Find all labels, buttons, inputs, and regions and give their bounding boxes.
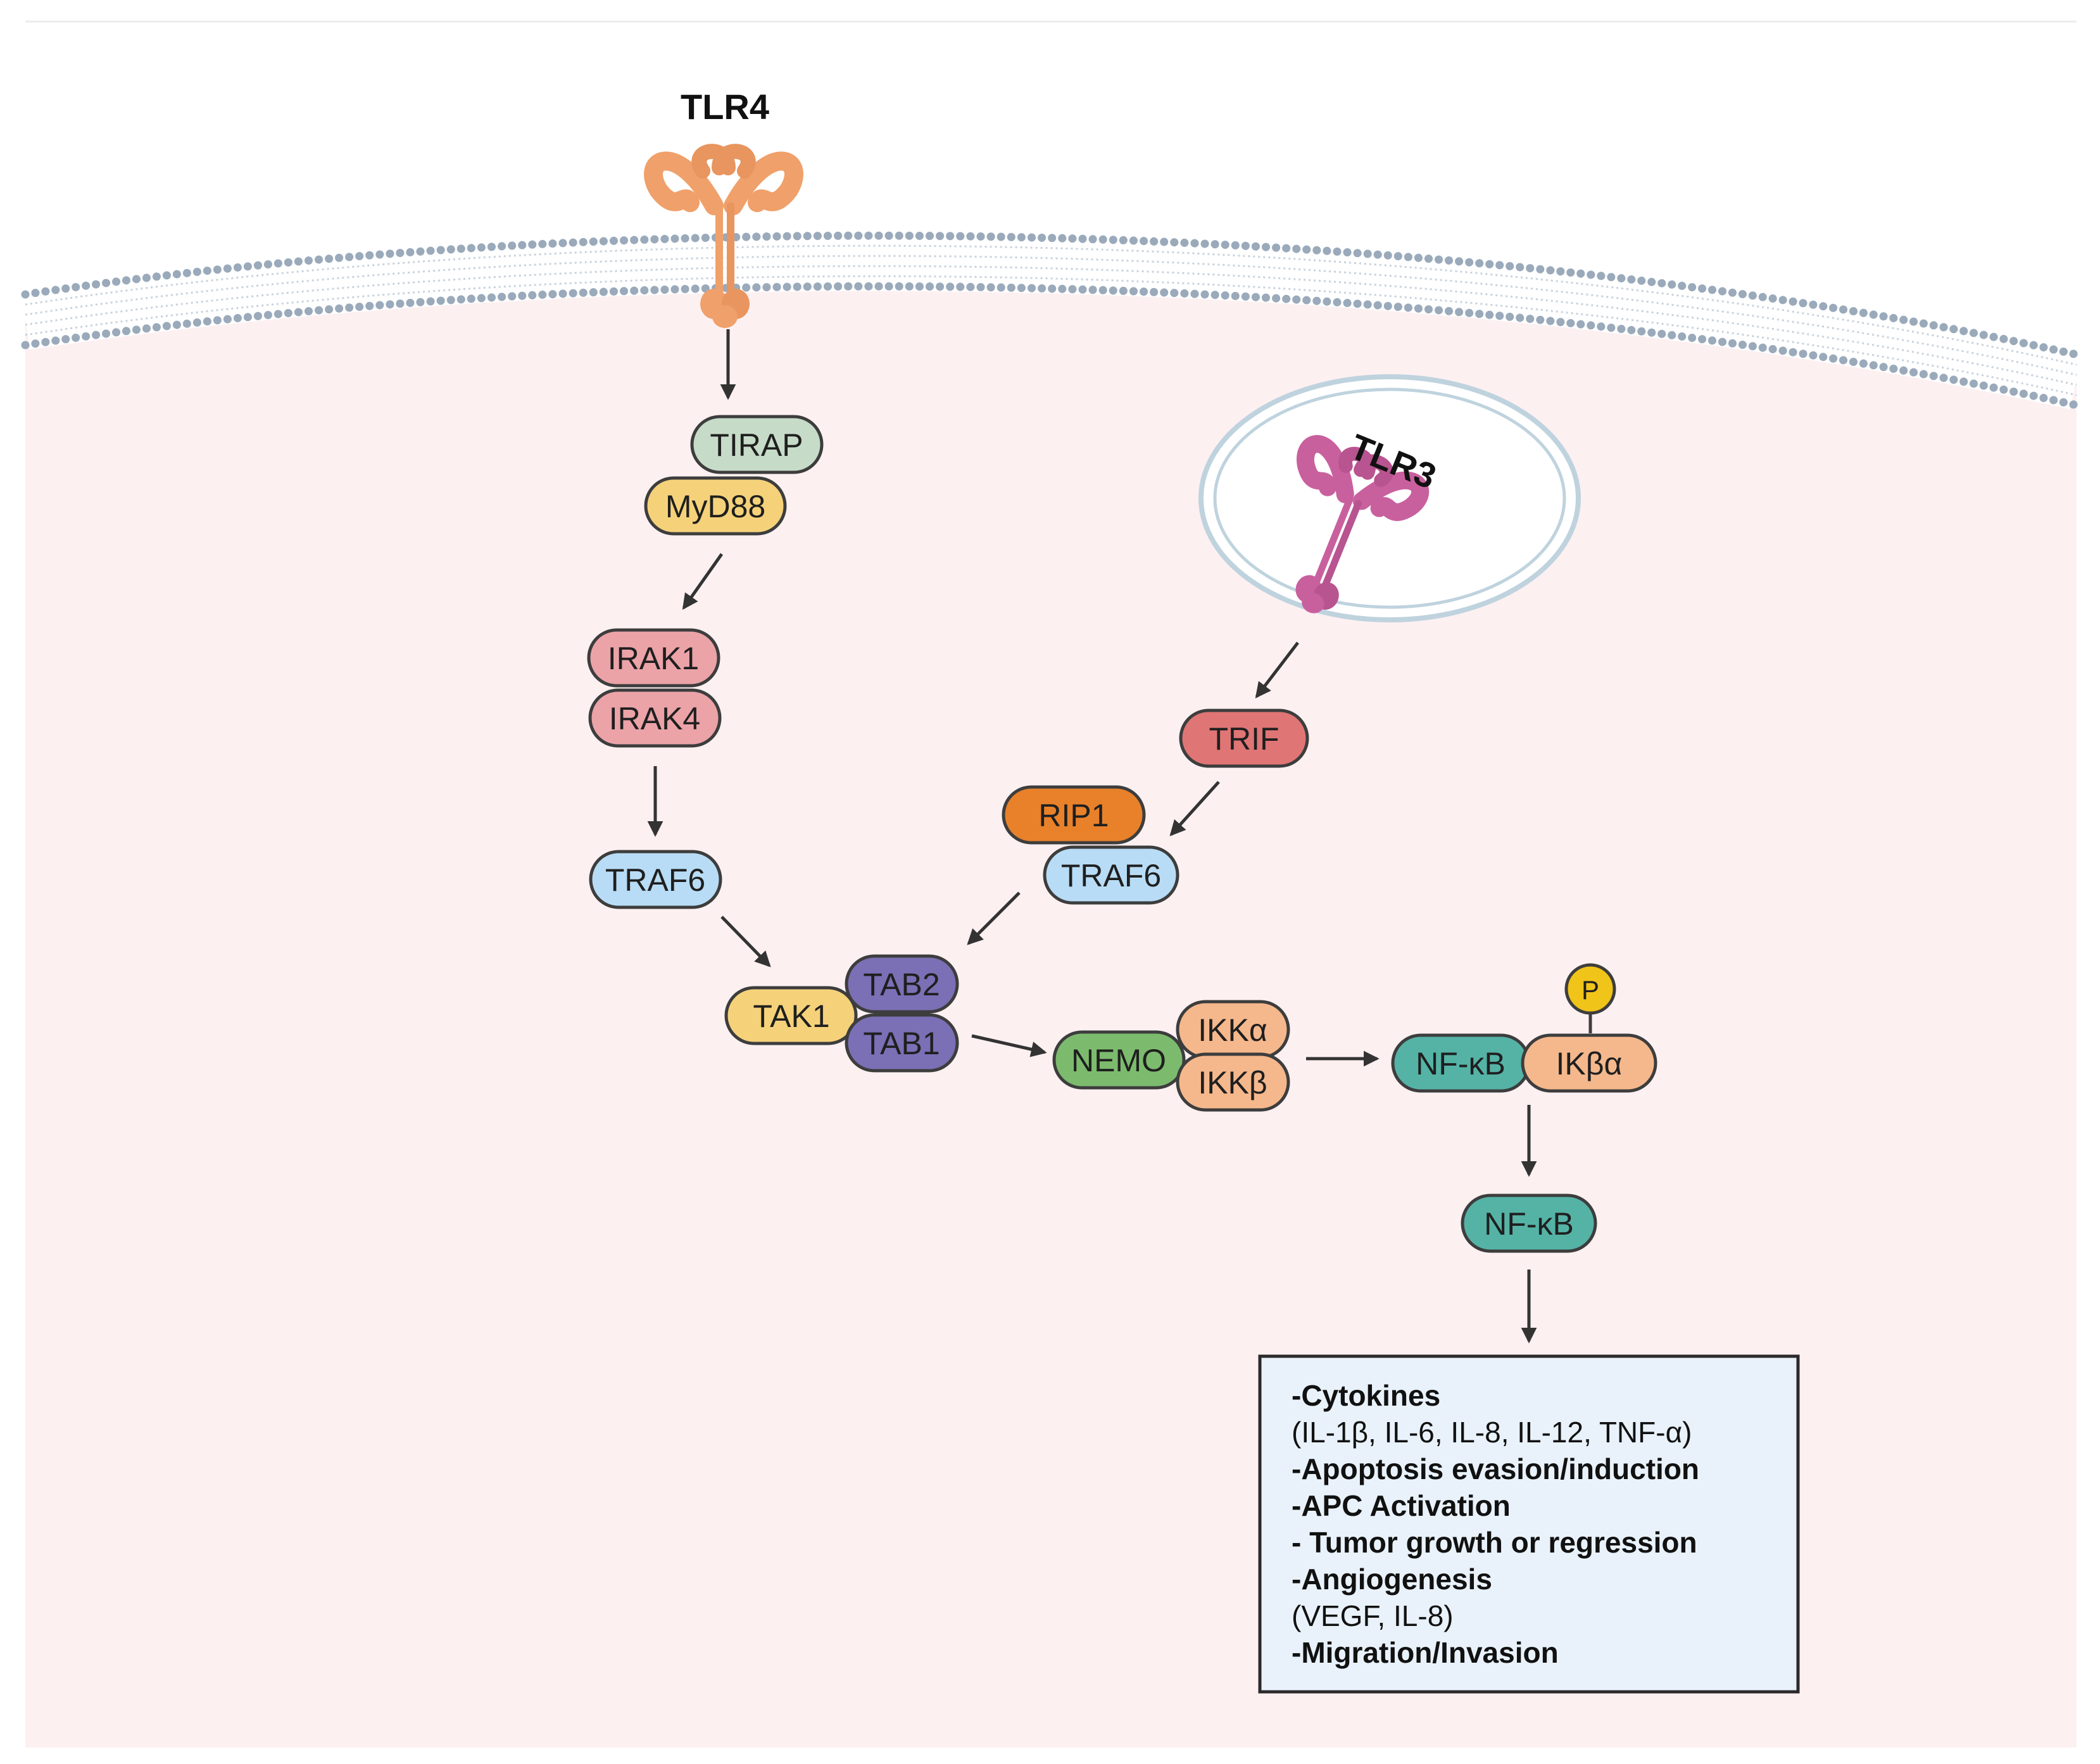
endosome xyxy=(1198,374,1581,622)
rip1-pill: RIP1 xyxy=(1002,785,1146,845)
traf6-left-pill: TRAF6 xyxy=(589,850,722,909)
trif-pill: TRIF xyxy=(1179,709,1309,768)
irak4-pill: IRAK4 xyxy=(588,688,722,748)
ikkb-pill: IKKβ xyxy=(1176,1052,1290,1112)
outcome-item: (VEGF, IL-8) xyxy=(1292,1599,1454,1632)
traf6-left-label: TRAF6 xyxy=(605,862,705,898)
myd88-pill: MyD88 xyxy=(644,476,787,536)
nfkb-free-label: NF-κB xyxy=(1484,1206,1574,1242)
tlr3-receptor-icon xyxy=(1295,435,1430,614)
outcome-item: -Cytokines xyxy=(1292,1379,1440,1412)
tak1-pill: TAK1 xyxy=(724,986,858,1045)
arrow-myd88-irak xyxy=(682,553,724,610)
tak1-label: TAK1 xyxy=(753,999,829,1034)
tlr4-label: TLR4 xyxy=(681,87,769,127)
phospho-label: P xyxy=(1581,975,1599,1005)
outcome-item: -Apoptosis evasion/induction xyxy=(1292,1452,1699,1485)
trif-label: TRIF xyxy=(1209,721,1279,757)
outcome-list: -Cytokines (IL-1β, IL-6, IL-8, IL-12, TNF… xyxy=(1292,1379,1699,1669)
tlr4-receptor-icon xyxy=(644,144,803,328)
outcome-item: -Migration/Invasion xyxy=(1292,1636,1559,1669)
cell-membrane xyxy=(20,230,2084,410)
outcome-item: - Tumor growth or regression xyxy=(1292,1526,1697,1559)
outcome-item: -APC Activation xyxy=(1292,1489,1511,1522)
traf6-right-pill: TRAF6 xyxy=(1043,845,1179,905)
outcome-item: -Angiogenesis xyxy=(1292,1563,1492,1596)
outcome-item: (IL-1β, IL-6, IL-8, IL-12, TNF-α) xyxy=(1292,1416,1692,1449)
nfkb-free-pill: NF-κB xyxy=(1461,1194,1597,1253)
traf6-right-label: TRAF6 xyxy=(1061,858,1161,893)
nemo-label: NEMO xyxy=(1071,1043,1166,1078)
ikkb-label: IKKβ xyxy=(1198,1065,1267,1100)
arrow-traf6-tab xyxy=(967,891,1021,945)
nfkb-complex-pill: NF-κB xyxy=(1391,1033,1531,1093)
phospho-group: P xyxy=(1564,963,1616,1033)
tab1-pill: TAB1 xyxy=(845,1013,959,1073)
outcome-box xyxy=(1258,1354,1800,1694)
nfkb-complex-label: NF-κB xyxy=(1416,1046,1506,1081)
arrow-tlr3-trif xyxy=(1255,641,1299,698)
arrow-tab-nemo xyxy=(971,1034,1047,1057)
tirap-label: TIRAP xyxy=(710,427,803,463)
tirap-pill: TIRAP xyxy=(690,415,824,474)
nemo-pill: NEMO xyxy=(1052,1030,1186,1090)
irak1-label: IRAK1 xyxy=(608,641,700,676)
ikba-pill: IKβα xyxy=(1521,1033,1657,1093)
ikka-label: IKKα xyxy=(1198,1012,1267,1048)
arrow-trif-traf6 xyxy=(1169,781,1220,836)
myd88-label: MyD88 xyxy=(665,489,765,524)
rip1-label: RIP1 xyxy=(1038,798,1109,833)
tab1-label: TAB1 xyxy=(863,1026,940,1061)
ikba-label: IKβα xyxy=(1556,1046,1623,1081)
arrow-traf6-tak1 xyxy=(720,916,771,967)
irak4-label: IRAK4 xyxy=(609,701,701,736)
arrows xyxy=(647,329,1537,1344)
irak1-pill: IRAK1 xyxy=(587,628,720,688)
tab2-label: TAB2 xyxy=(863,967,940,1002)
tab2-pill: TAB2 xyxy=(845,954,959,1014)
ikka-pill: IKKα xyxy=(1176,1000,1290,1059)
